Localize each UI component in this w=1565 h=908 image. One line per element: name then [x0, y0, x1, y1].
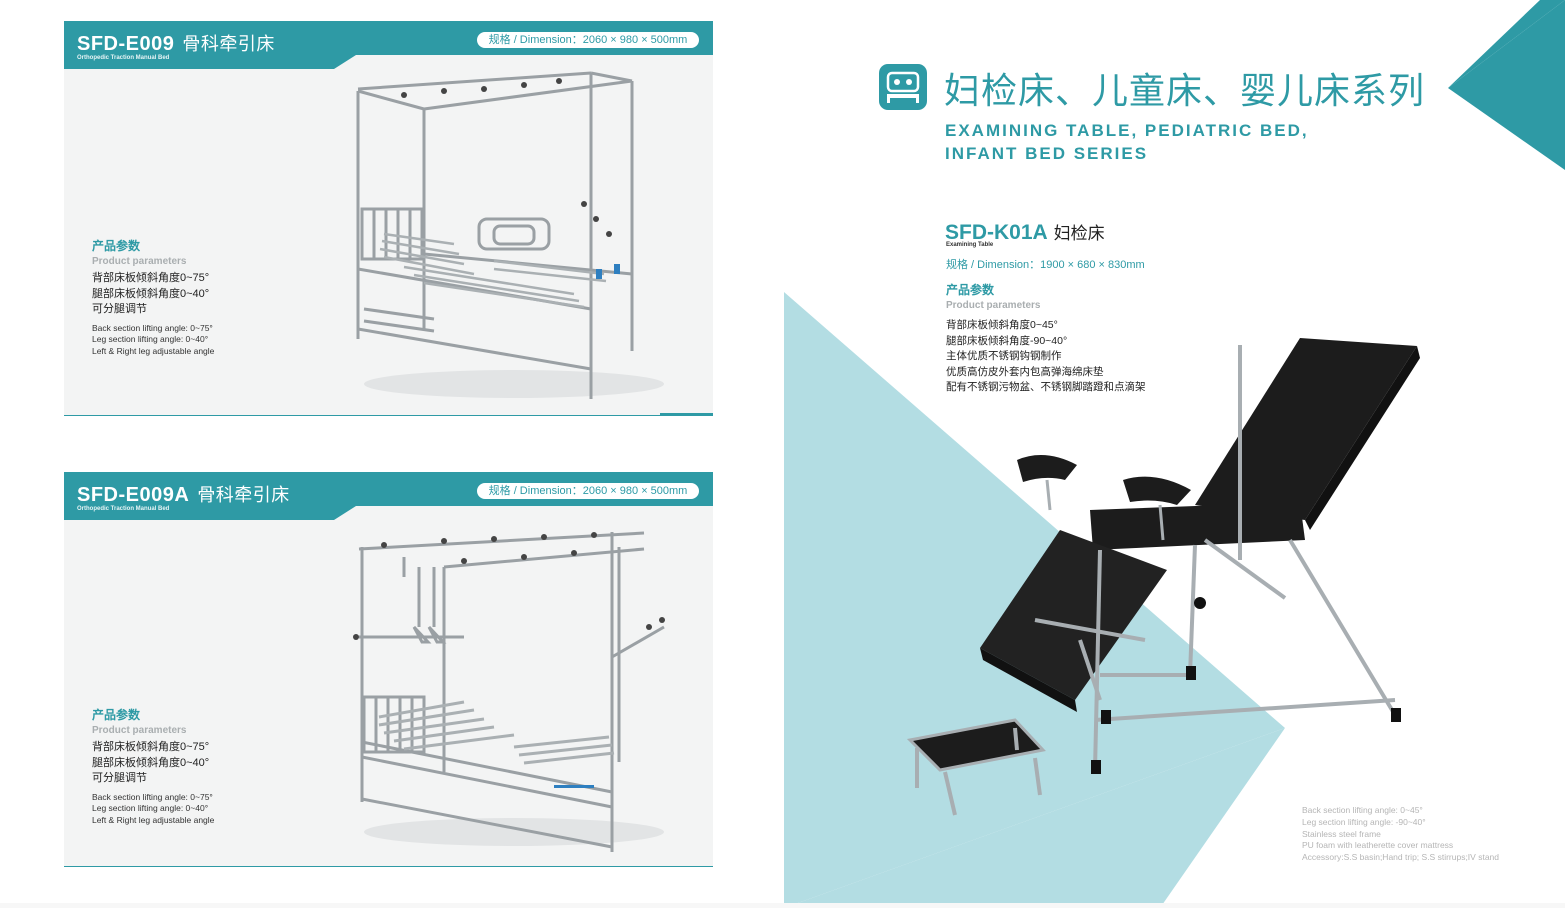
param-en: Leg section lifting angle: -90~40°: [1302, 816, 1426, 827]
param-cn: 背部床板倾斜角度0~75°: [92, 272, 210, 284]
product-parameters: 产品参数 Product parameters 背部床板倾斜角度0~75° 腿部…: [92, 706, 214, 826]
param-en: Back section lifting angle: 0~75°: [92, 322, 213, 333]
traction-bed-image: [353, 531, 665, 852]
product-name-en: Orthopedic Traction Manual Bed: [77, 506, 170, 512]
params-title-en: Product parameters: [92, 256, 187, 267]
series-title-en-line2: INFANT BED SERIES: [945, 144, 1149, 163]
traction-bed-image: [356, 71, 664, 399]
param-en: Left & Right leg adjustable angle: [92, 345, 215, 356]
params-title-cn: 产品参数: [92, 239, 141, 253]
param-cn: 优质高仿皮外套内包高弹海绵床垫: [946, 365, 1104, 378]
param-cn: 腿部床板倾斜角度0~40°: [92, 756, 210, 769]
param-cn: 腿部床板倾斜角度-90~40°: [946, 334, 1068, 347]
param-cn: 腿部床板倾斜角度0~40°: [92, 287, 210, 300]
param-en: Back section lifting angle: 0~45°: [1302, 805, 1423, 815]
param-cn: 配有不锈钢污物盆、不锈钢脚踏蹬和点滴架: [946, 381, 1146, 393]
params-title-cn: 产品参数: [92, 708, 141, 722]
examining-table-image: [906, 338, 1420, 816]
param-cn: 可分腿调节: [92, 303, 147, 315]
params-title-cn: 产品参数: [946, 283, 995, 297]
params-title-en: Product parameters: [92, 725, 187, 736]
param-cn: 背部床板倾斜角度0~45°: [946, 319, 1058, 331]
param-en: Stainless steel frame: [1302, 828, 1381, 839]
param-en: Left & Right leg adjustable angle: [92, 814, 215, 825]
param-en: Back section lifting angle: 0~75°: [92, 791, 213, 802]
params-cn-list: 背部床板倾斜角度0~45° 腿部床板倾斜角度-90~40° 主体优质不锈钢钩钢制…: [946, 318, 1146, 396]
param-cn: 可分腿调节: [92, 772, 147, 784]
product-parameters: 产品参数 Product parameters 背部床板倾斜角度0~75° 腿部…: [92, 237, 214, 357]
params-en-list: Back section lifting angle: 0~75° Leg se…: [92, 323, 214, 358]
product-name-en: Orthopedic Traction Manual Bed: [77, 55, 170, 61]
product-name-en: Examining Table: [946, 242, 994, 248]
bed-icon: [879, 64, 927, 110]
param-en: Leg section lifting angle: 0~40°: [92, 803, 209, 813]
card-bottom-line: [64, 866, 713, 867]
param-cn: 主体优质不锈钢钩钢制作: [946, 350, 1062, 362]
param-cn: 背部床板倾斜角度0~75°: [92, 741, 210, 753]
param-en: Leg section lifting angle: 0~40°: [92, 334, 209, 344]
product-parameters: 产品参数 Product parameters 背部床板倾斜角度0~45° 腿部…: [946, 281, 1146, 396]
dimension-label: 规格 / Dimension：2060 × 980 × 500mm: [477, 483, 699, 499]
param-en: Accessory:S.S basin;Hand trip; S.S stirr…: [1302, 852, 1499, 863]
series-title-cn: 妇检床、儿童床、婴儿床系列: [944, 70, 1426, 111]
dimension-label: 规格 / Dimension：2060 × 980 × 500mm: [477, 32, 699, 48]
card-bottom-accent: [660, 413, 713, 416]
page-bottom-edge: [0, 903, 1565, 908]
params-en-list: Back section lifting angle: 0~75° Leg se…: [92, 792, 214, 827]
params-cn-list: 背部床板倾斜角度0~75° 腿部床板倾斜角度0~40° 可分腿调节: [92, 740, 214, 787]
params-cn-list: 背部床板倾斜角度0~75° 腿部床板倾斜角度0~40° 可分腿调节: [92, 271, 214, 318]
card-bottom-line: [64, 415, 713, 416]
series-title-en: EXAMINING TABLE, PEDIATRIC BED, INFANT B…: [945, 119, 1309, 165]
params-title-en: Product parameters: [946, 300, 1041, 311]
param-en: PU foam with leatherette cover mattress: [1302, 840, 1454, 851]
series-title-en-line1: EXAMINING TABLE, PEDIATRIC BED,: [945, 121, 1309, 140]
params-en-list: Back section lifting angle: 0~45° Leg se…: [1302, 805, 1499, 864]
dimension-label: 规格 / Dimension：1900 × 680 × 830mm: [946, 259, 1145, 271]
